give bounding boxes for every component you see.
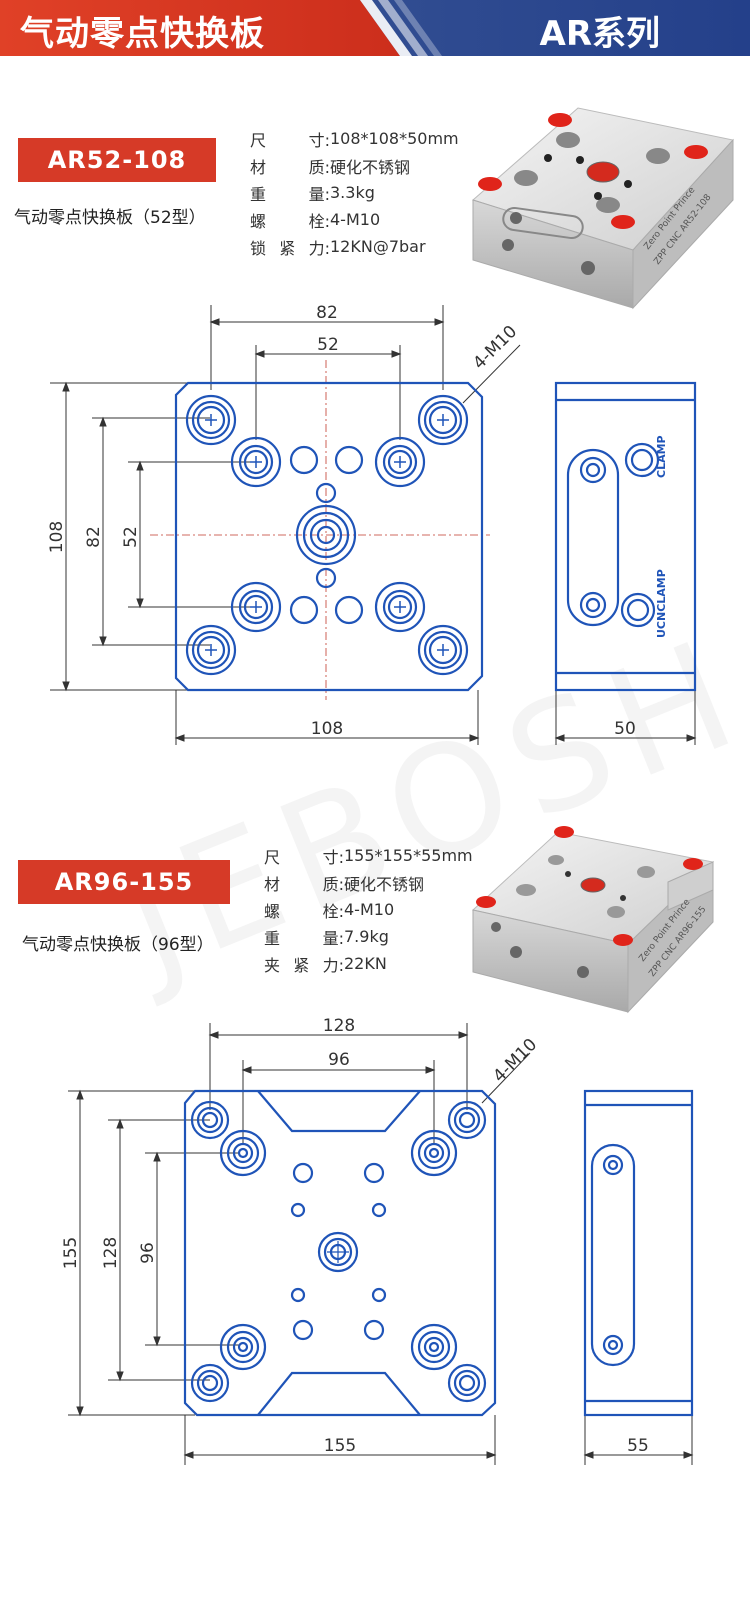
dim-label: 55 xyxy=(627,1436,649,1456)
spec-label: 螺栓: xyxy=(250,211,330,231)
spec-value: 4-M10 xyxy=(330,210,381,229)
spec-value: 7.9kg xyxy=(344,927,389,946)
page-title: 气动零点快换板 xyxy=(20,14,265,54)
spec-row: 材质: 硬化不锈钢 xyxy=(250,152,459,179)
spec-label: 重量: xyxy=(250,184,330,204)
dim-label: 155 xyxy=(324,1436,356,1456)
spec-label: 夹紧力: xyxy=(264,955,344,975)
spec-row: 重量: 7.9kg xyxy=(264,923,473,950)
spec-label: 尺寸: xyxy=(250,130,330,150)
spec-row: 锁紧力: 12KN@7bar xyxy=(250,233,459,260)
spec-value: 4-M10 xyxy=(344,900,395,919)
dim-label: 96 xyxy=(328,1050,350,1070)
model-description-ar52: 气动零点快换板（52型） xyxy=(14,208,206,228)
spec-label: 锁紧力: xyxy=(250,238,330,258)
callout-label: 4-M10 xyxy=(469,322,521,374)
spec-list-ar52: 尺寸: 108*108*50mm 材质: 硬化不锈钢 重量: 3.3kg 螺栓:… xyxy=(250,125,459,260)
series-label: AR系列 xyxy=(539,14,661,54)
model-badge-ar96: AR96-155 xyxy=(18,860,230,904)
spec-label: 重量: xyxy=(264,928,344,948)
spec-row: 螺栓: 4-M10 xyxy=(250,206,459,233)
spec-value: 108*108*50mm xyxy=(330,129,459,148)
product-photo-ar52: Zero Point Prince ZPP CNC AR52-108 xyxy=(472,107,734,310)
spec-row: 尺寸: 108*108*50mm xyxy=(250,125,459,152)
spec-label: 材质: xyxy=(264,874,344,894)
spec-row: 重量: 3.3kg xyxy=(250,179,459,206)
spec-row: 尺寸: 155*155*55mm xyxy=(264,842,473,869)
spec-value: 3.3kg xyxy=(330,183,375,202)
dim-label: 52 xyxy=(317,335,339,355)
dim-label: 52 xyxy=(121,526,141,548)
spec-value: 12KN@7bar xyxy=(330,237,426,256)
header-background xyxy=(0,0,750,56)
dim-label: 50 xyxy=(614,719,636,739)
dim-label: 155 xyxy=(61,1237,81,1269)
spec-value: 22KN xyxy=(344,954,387,973)
clamp-label: CLAMP xyxy=(655,435,668,478)
spec-label: 螺栓: xyxy=(264,901,344,921)
technical-drawing-ar96: 128 96 155 128 96 155 55 4-M10 xyxy=(61,1016,694,1465)
dim-label: 108 xyxy=(311,719,343,739)
spec-list-ar96: 尺寸: 155*155*55mm 材质: 硬化不锈钢 螺栓: 4-M10 重量:… xyxy=(264,842,473,977)
technical-drawing-ar52: 82 52 108 82 52 108 50 4-M10 CLAMP UCNCL… xyxy=(47,303,697,745)
spec-value: 硬化不锈钢 xyxy=(344,874,425,894)
spec-row: 材质: 硬化不锈钢 xyxy=(264,869,473,896)
dim-label: 128 xyxy=(101,1237,121,1269)
spec-value: 硬化不锈钢 xyxy=(330,157,411,177)
spec-row: 螺栓: 4-M10 xyxy=(264,896,473,923)
spec-label: 材质: xyxy=(250,157,330,177)
dim-label: 82 xyxy=(316,303,338,323)
unclamp-label: UCNCLAMP xyxy=(655,569,668,638)
model-description-ar96: 气动零点快换板（96型） xyxy=(22,935,214,955)
dim-label: 128 xyxy=(323,1016,355,1036)
spec-row: 夹紧力: 22KN xyxy=(264,950,473,977)
dim-label: 82 xyxy=(84,526,104,548)
callout-label: 4-M10 xyxy=(489,1035,541,1087)
spec-value: 155*155*55mm xyxy=(344,846,473,865)
spec-label: 尺寸: xyxy=(264,847,344,867)
dim-label: 108 xyxy=(47,521,67,553)
product-photo-ar96: Zero Point Prince ZPP CNC AR96-155 xyxy=(471,826,715,1014)
model-badge-ar52: AR52-108 xyxy=(18,138,216,182)
header-banner: 气动零点快换板 AR系列 xyxy=(0,0,750,56)
dim-label: 96 xyxy=(138,1242,158,1264)
